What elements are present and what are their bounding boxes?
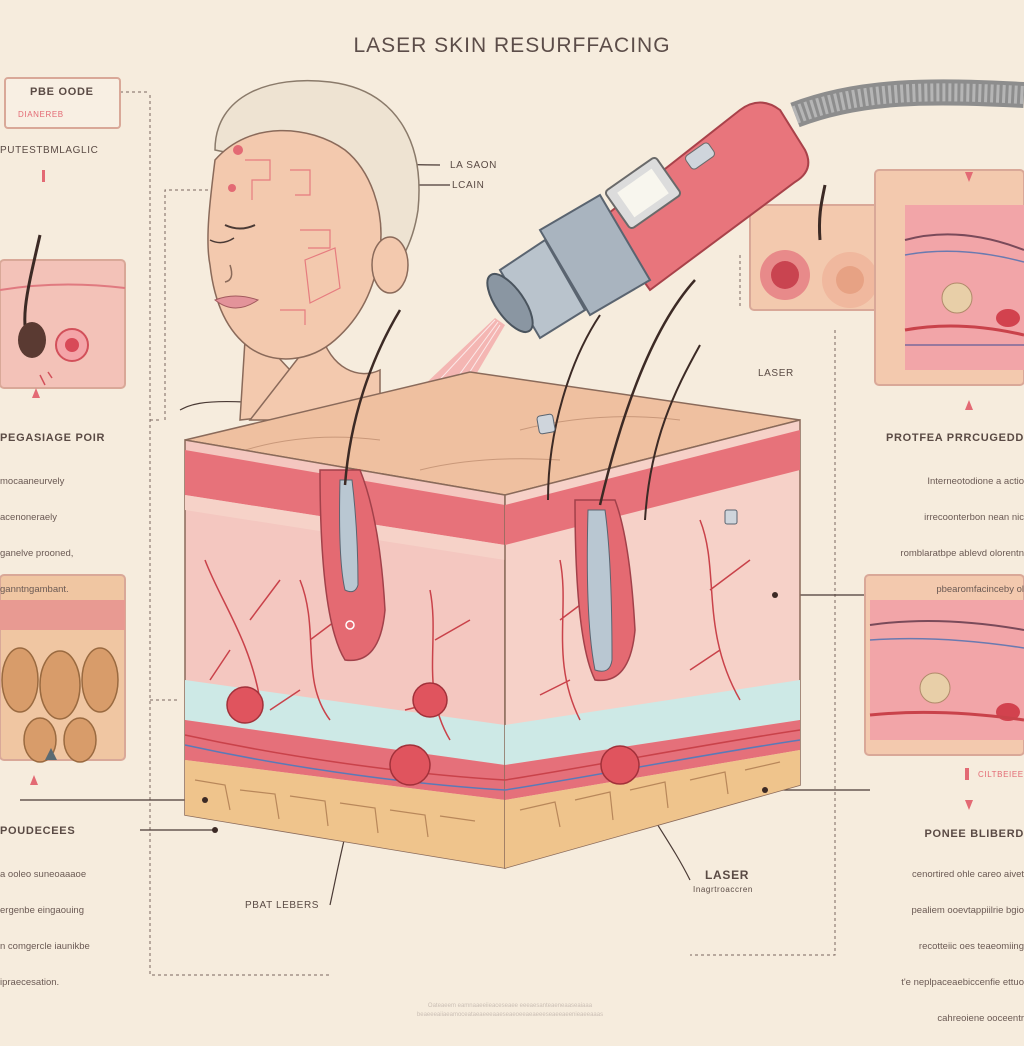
diagram-canvas: [0, 77, 1024, 976]
text-line: Interneotodione a actio: [927, 476, 1024, 487]
top-left-label-box: [4, 77, 121, 129]
skin-cross-section: [184, 279, 801, 869]
text-line: ganntngambant.: [0, 584, 69, 595]
text-line: pbearomfacinceby ol: [936, 584, 1024, 595]
text-line: mocaaneurvely: [0, 476, 65, 487]
label-face-2: LCAIN: [452, 180, 485, 191]
footer-text: Oateaeem eamnaaeeiieaceseaee eeeaesantea…: [416, 1003, 604, 1018]
label-face-1: LA SAON: [450, 160, 497, 171]
right-section-2-heading: PONEE BLIBERD: [924, 828, 1024, 840]
left-section-2-text: a ooleo suneoaaaoe ergenbe eingaouing n …: [0, 848, 90, 1010]
label-bottom-laser-sub: Inagrtroaccren: [693, 885, 753, 894]
text-line: romblaratbpe ablevd olorentn: [900, 548, 1024, 559]
text-line: ipraecesation.: [0, 977, 60, 988]
label-left-1: PUTESTBMLAGLIC: [0, 145, 99, 156]
text-line: cenortired ohle careo aivet: [912, 869, 1024, 880]
text-line: ganelve prooned,: [0, 548, 74, 559]
left-section-1-heading: PEGASIAGE POIR: [0, 432, 106, 444]
inset-layers-right-top: [874, 169, 1024, 386]
pink-markers: [30, 170, 973, 810]
text-line: ergenbe eingaouing: [0, 905, 84, 916]
text-line: acenoneraely: [0, 512, 58, 523]
label-bottom-left-marker: PBAT LEBERS: [245, 900, 320, 911]
text-line: t'e neplpaceaebiccenfie ettuo: [901, 977, 1024, 988]
head-illustration: [207, 79, 420, 421]
top-left-box-sub: DIANEREB: [18, 110, 64, 119]
text-line: cahreoiene ooceentr: [937, 1013, 1024, 1024]
right-section-1-heading: PROTFEA PRRCUGEDD: [886, 432, 1024, 444]
inset-lesions-right: [749, 184, 886, 311]
inset-follicle-left: [0, 234, 126, 389]
right-section-1-text: Interneotodione a actio irrecoonterbon n…: [900, 455, 1024, 617]
top-left-box-heading: PBE OODE: [30, 86, 94, 98]
left-section-1-text: mocaaneurvely acenoneraely ganelve proon…: [0, 455, 73, 617]
label-right-small: CILTBEIEER: [978, 770, 1024, 779]
text-line: irrecoonterbon nean nic: [924, 512, 1024, 523]
inset-layers-right-bottom: [864, 574, 1024, 756]
laser-device: [486, 79, 1024, 340]
label-bottom-laser: LASER: [705, 868, 750, 882]
left-section-2-heading: POUDECEES: [0, 825, 76, 837]
text-line: pealiem ooevtappiilrie bgio: [911, 905, 1024, 916]
inset-tissue-left: [0, 574, 126, 763]
page-title: LASER SKIN RESURFFACING: [353, 34, 671, 57]
leader-lines: [120, 91, 836, 976]
text-line: a ooleo suneoaaaoe: [0, 869, 87, 880]
right-section-2-text: cenortired ohle careo aivet pealiem ooev…: [901, 848, 1024, 1046]
text-line: n comgercle iaunikbe: [0, 941, 90, 952]
label-laser-mid: LASER: [758, 368, 794, 379]
text-line: recotteiic oes teaeomiing: [918, 941, 1024, 952]
